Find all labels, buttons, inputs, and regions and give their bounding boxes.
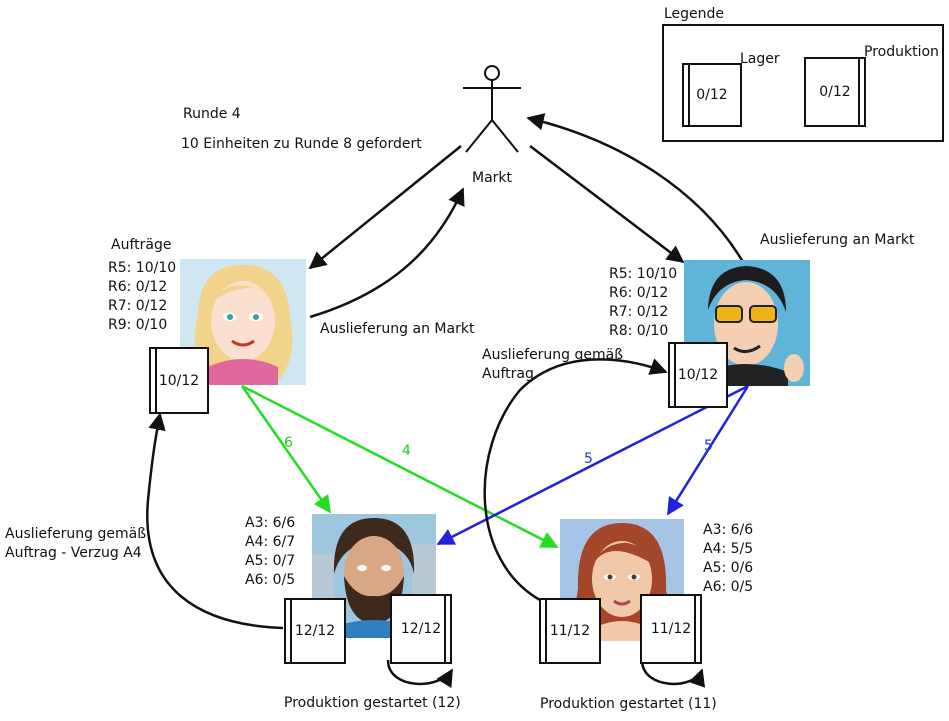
right-orders-list: R5: 10/10 R6: 0/12 R7: 0/12 R8: 0/10: [609, 265, 677, 341]
production-loop-right: [640, 659, 706, 688]
legend-frame: [662, 24, 944, 142]
arrow-blue-to-right-producer: [666, 385, 750, 516]
left-producer-delivery-label: Auslieferung gemäß Auftrag - Verzug A4: [5, 526, 147, 561]
production-loop-left: [386, 659, 454, 689]
right-trader-delivery-label: Auslieferung an Markt: [760, 232, 915, 248]
legend-lager-label: Lager: [740, 51, 780, 67]
order-line: R5: 10/10: [609, 266, 678, 282]
order-line: A6: 0/5: [703, 579, 754, 595]
arrow-market-to-left-trader: [308, 145, 462, 270]
arrow-left-trader-delivery-to-market: [309, 187, 465, 319]
order-line: A5: 0/7: [245, 553, 296, 569]
left-trader-avatar: [180, 259, 306, 385]
right-trader-avatar: [684, 260, 810, 386]
left-trader-delivery-label: Auslieferung an Markt: [320, 321, 475, 337]
right-producer-stock-box: 11/12: [539, 598, 601, 664]
arrow-blue-to-left-producer: [436, 384, 749, 546]
left-orders-list: R5: 10/10 R6: 0/12 R7: 0/12 R9: 0/10: [108, 259, 176, 335]
legend-produktion-label: Produktion: [864, 44, 939, 60]
right-production-label: Produktion gestartet (11): [540, 696, 717, 712]
flow-label-left-to-left-producer: 6: [284, 435, 293, 451]
order-line: R6: 0/12: [108, 279, 168, 295]
arrow-right-producer-delivery: [483, 358, 668, 602]
legend-produktion-box: 0/12: [804, 57, 866, 127]
right-producer-orders-list: A3: 6/6 A4: 5/5 A5: 0/6 A6: 0/5: [703, 521, 753, 597]
left-orders-title: Aufträge: [111, 237, 172, 253]
right-trader-stock-box: 10/12: [668, 342, 728, 408]
order-line: R9: 0/10: [108, 317, 168, 333]
flow-label-right-to-right-producer: 5: [704, 438, 713, 454]
left-producer-avatar: [312, 514, 436, 638]
order-line: A3: 6/6: [703, 522, 754, 538]
arrow-green-to-left-producer: [240, 385, 332, 514]
left-producer-stock-box: 12/12: [284, 598, 346, 664]
arrow-right-trader-delivery-to-market: [526, 113, 745, 263]
order-line: R5: 10/10: [108, 260, 177, 276]
order-line: A4: 6/7: [245, 534, 296, 550]
market-label: Markt: [472, 170, 513, 186]
order-line: R7: 0/12: [108, 298, 168, 314]
order-line: A5: 0/6: [703, 560, 754, 576]
market-actor-icon: [463, 65, 521, 153]
order-line: A6: 0/5: [245, 572, 296, 588]
arrow-green-to-right-producer: [241, 384, 559, 549]
left-producer-orders-list: A3: 6/6 A4: 6/7 A5: 0/7 A6: 0/5: [245, 514, 295, 590]
flow-label-left-to-right-producer: 4: [402, 443, 411, 459]
order-line: A4: 5/5: [703, 541, 754, 557]
order-line: R8: 0/10: [609, 323, 669, 339]
left-trader-stock-box: 10/12: [149, 347, 209, 414]
legend-title: Legende: [664, 6, 725, 22]
order-line: R6: 0/12: [609, 285, 669, 301]
round-demand: 10 Einheiten zu Runde 8 gefordert: [181, 136, 422, 152]
right-producer-delivery-label: Auslieferung gemäß Auftrag: [482, 347, 624, 382]
flow-label-right-to-left-producer: 5: [584, 451, 593, 467]
arrow-left-producer-delivery: [146, 412, 284, 630]
order-line: R7: 0/12: [609, 304, 669, 320]
round-title: Runde 4: [183, 106, 241, 122]
left-production-label: Produktion gestartet (12): [284, 695, 461, 711]
order-line: A3: 6/6: [245, 515, 296, 531]
arrow-market-to-right-trader: [529, 145, 685, 264]
legend-lager-box: 0/12: [682, 63, 742, 127]
left-producer-production-box: 12/12: [390, 594, 452, 664]
right-producer-production-box: 11/12: [640, 594, 702, 664]
